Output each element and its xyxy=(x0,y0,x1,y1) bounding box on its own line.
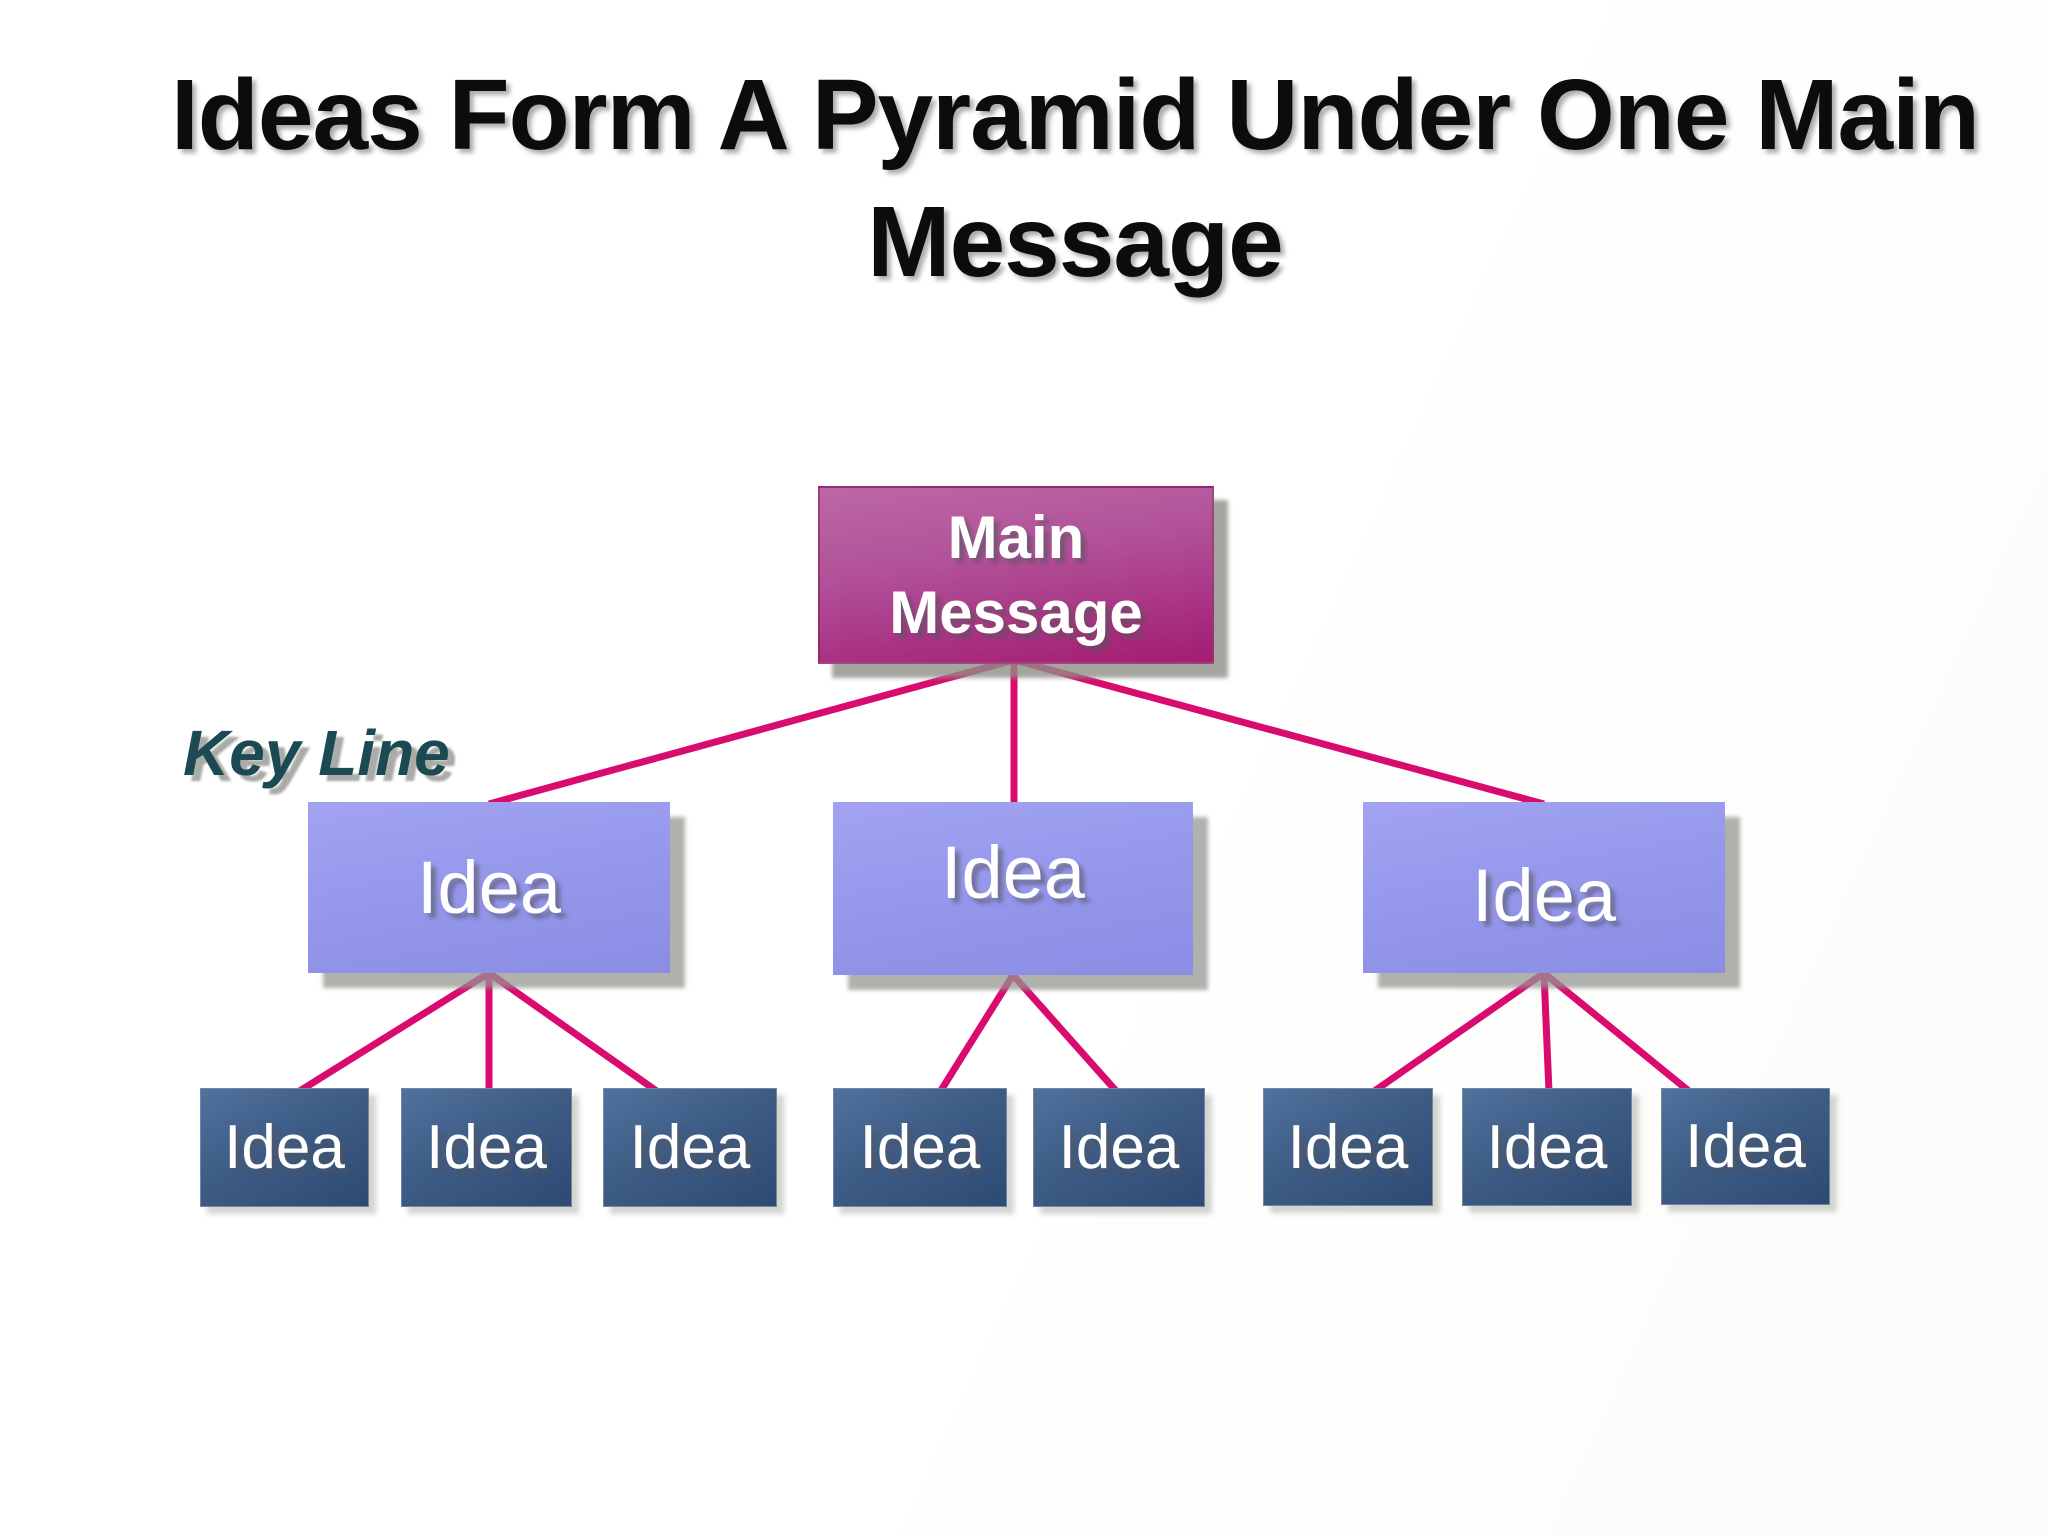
idea-box-level3-6: Idea xyxy=(1263,1088,1433,1206)
idea-box-level3-1: Idea xyxy=(200,1088,369,1207)
idea-box-level3-5: Idea xyxy=(1033,1088,1205,1207)
idea-label: Idea xyxy=(416,846,562,929)
main-message-label: Main Message xyxy=(889,504,1143,646)
idea-box-level3-2: Idea xyxy=(401,1088,572,1207)
idea-box-level2-1: Idea xyxy=(308,802,670,973)
connector-idea3-to-sub6 xyxy=(1371,970,1546,1095)
main-message-box: Main Message xyxy=(818,486,1214,664)
idea-label: Idea xyxy=(940,831,1086,914)
idea-box-level3-4: Idea xyxy=(833,1088,1007,1207)
slide-title: Ideas Form A Pyramid Under One Main Mess… xyxy=(170,59,1980,298)
key-line-label: Key Line xyxy=(183,717,450,789)
idea-label: Idea xyxy=(859,1113,981,1182)
idea-label: Idea xyxy=(1058,1113,1180,1182)
idea-label: Idea xyxy=(1486,1112,1608,1182)
idea-box-level3-8: Idea xyxy=(1661,1088,1830,1205)
idea-label: Idea xyxy=(1685,1112,1806,1181)
idea-label: Idea xyxy=(224,1113,345,1182)
connector-idea3-to-sub8 xyxy=(1541,970,1693,1095)
idea-label: Idea xyxy=(1471,854,1617,937)
idea-label: Idea xyxy=(629,1113,751,1182)
connector-idea2-to-sub5 xyxy=(1010,972,1120,1095)
connector-main-to-idea1 xyxy=(488,656,1015,808)
idea-label: Idea xyxy=(1287,1112,1409,1182)
idea-box-level3-3: Idea xyxy=(603,1088,777,1207)
connector-idea2-to-sub4 xyxy=(937,973,1016,1094)
connector-idea1-to-sub1 xyxy=(296,970,491,1095)
idea-box-level3-7: Idea xyxy=(1462,1088,1632,1206)
idea-box-level2-2: Idea xyxy=(833,802,1193,975)
connector-idea1-to-sub3 xyxy=(486,970,661,1095)
idea-box-level2-3: Idea xyxy=(1363,802,1725,973)
connector-main-to-idea3 xyxy=(1013,656,1545,808)
idea-label: Idea xyxy=(426,1113,547,1182)
connector-idea3-to-sub7 xyxy=(1540,972,1553,1093)
